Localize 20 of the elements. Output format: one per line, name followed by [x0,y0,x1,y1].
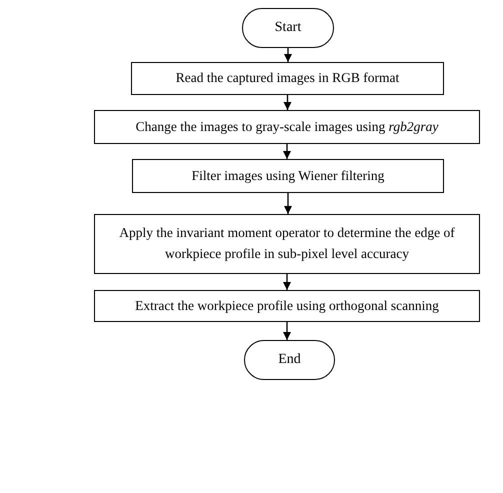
process-box [94,110,480,144]
process-box [131,62,444,95]
process-box [94,290,480,322]
process-box [94,214,480,274]
step-text: End [278,351,301,370]
step-text: Start [274,19,302,38]
process-box [132,159,444,193]
arrow [284,48,292,62]
arrow [284,95,292,110]
arrow [284,193,292,214]
step-text: Extract the workpiece profile using orthogonal scanning [135,296,439,315]
terminal-box [242,8,334,48]
arrow [283,144,291,159]
step-text: Filter images using Wiener filtering [192,166,384,185]
terminal-box [244,340,335,380]
step-text: Apply the invariant moment operator to determine the edge of workpiece profile in sub-pixel level accuracy [118,224,456,263]
step-text: Read the captured images in RGB format [176,69,400,88]
arrow [283,274,291,290]
step-text: Change the images to gray-scale images using rgb2gray [136,118,438,136]
arrow [283,322,291,340]
